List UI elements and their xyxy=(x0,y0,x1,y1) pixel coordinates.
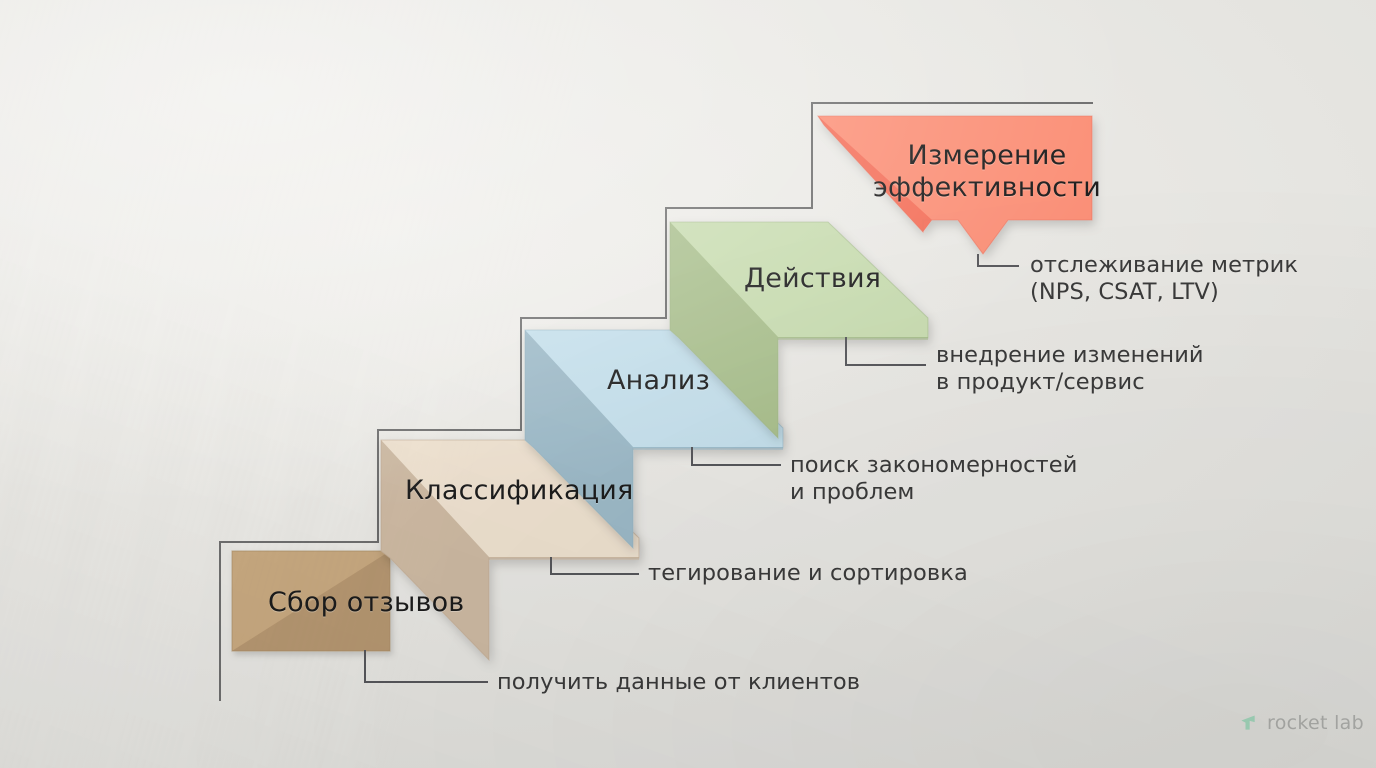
annotation-measure: отслеживание метрик (NPS, CSAT, LTV) xyxy=(1030,252,1299,305)
step-shape-classify[interactable] xyxy=(380,439,640,662)
leader-lines xyxy=(364,254,1019,683)
annotation-classify: тегирование и сортировка xyxy=(648,560,968,586)
leader-actions xyxy=(845,337,926,366)
leader-collect xyxy=(364,650,488,683)
step-shape-measure[interactable] xyxy=(816,115,1093,255)
rocket-arrow-icon xyxy=(1241,715,1255,730)
leader-measure xyxy=(977,254,1019,267)
rocket-lab-logo: rocket lab xyxy=(1238,712,1364,734)
step-shape-collect[interactable] xyxy=(231,550,391,652)
step-shape-actions[interactable] xyxy=(669,221,929,440)
staircase-outline xyxy=(219,102,1093,701)
annotation-analysis: поиск закономерностей и проблем xyxy=(790,452,1078,505)
logo-wordmark: rocket lab xyxy=(1267,712,1364,734)
leader-analysis xyxy=(691,447,781,466)
annotation-actions: внедрение изменений в продукт/сервис xyxy=(936,342,1204,395)
annotation-collect: получить данные от клиентов xyxy=(497,669,861,695)
leader-classify xyxy=(550,557,639,575)
